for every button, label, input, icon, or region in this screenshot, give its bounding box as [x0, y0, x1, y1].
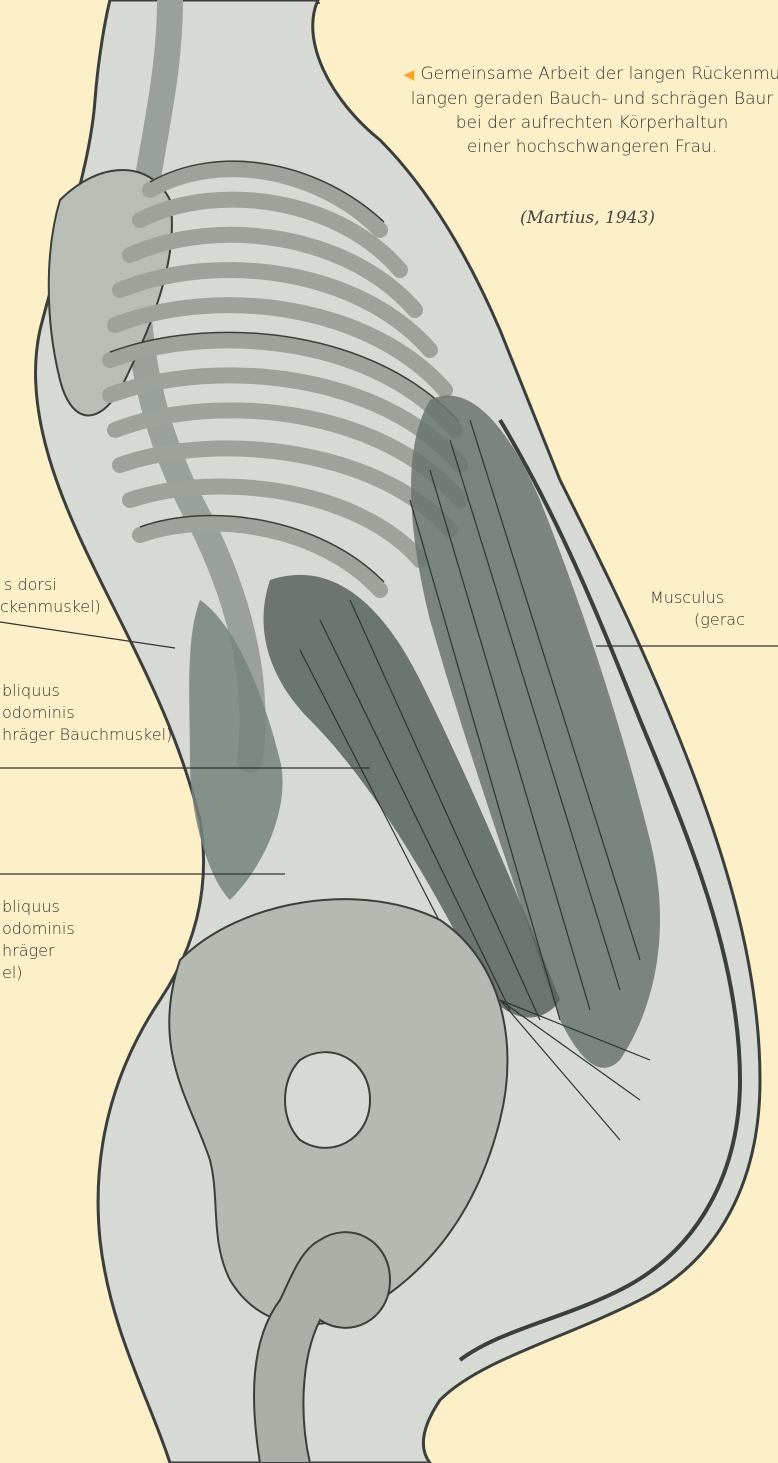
caption-line-4: einer hochschwangeren Frau.	[392, 135, 778, 159]
label-latissimus-line-1: s dorsi	[0, 574, 101, 596]
label-obliquus-internus-line-2: odominis	[2, 918, 75, 940]
label-obliquus-externus-line-1: bliquus	[2, 680, 172, 702]
label-rectus: Musculus (gerac	[650, 587, 745, 631]
label-obliquus-externus-line-2: odominis	[2, 702, 172, 724]
label-latissimus: s dorsi ckenmuskel)	[0, 574, 101, 618]
caption-text-1: Gemeinsame Arbeit der langen Rückenmu	[420, 64, 778, 84]
caption-line-1: ◀ Gemeinsame Arbeit der langen Rückenmu	[392, 62, 778, 87]
label-rectus-line-1: Musculus	[650, 587, 745, 609]
caption-line-2: langen geraden Bauch- und schrägen Baur	[392, 87, 778, 111]
label-obliquus-internus-line-4: el)	[2, 962, 75, 984]
figure-caption: ◀ Gemeinsame Arbeit der langen Rückenmu l…	[392, 62, 778, 159]
caption-arrow-icon: ◀	[404, 67, 415, 83]
label-obliquus-internus-line-3: hräger	[2, 940, 75, 962]
label-obliquus-externus: bliquus odominis hräger Bauchmuskel)	[2, 680, 172, 746]
label-obliquus-internus: bliquus odominis hräger el)	[2, 896, 75, 984]
pelvis-opening	[285, 1052, 370, 1148]
label-latissimus-line-2: ckenmuskel)	[0, 596, 101, 618]
caption-line-3: bei der aufrechten Körperhaltun	[392, 111, 778, 135]
label-obliquus-internus-line-1: bliquus	[2, 896, 75, 918]
label-obliquus-externus-line-3: hräger Bauchmuskel)	[2, 724, 172, 746]
label-rectus-line-2: (gerac	[650, 609, 745, 631]
caption-source: (Martius, 1943)	[520, 208, 778, 228]
